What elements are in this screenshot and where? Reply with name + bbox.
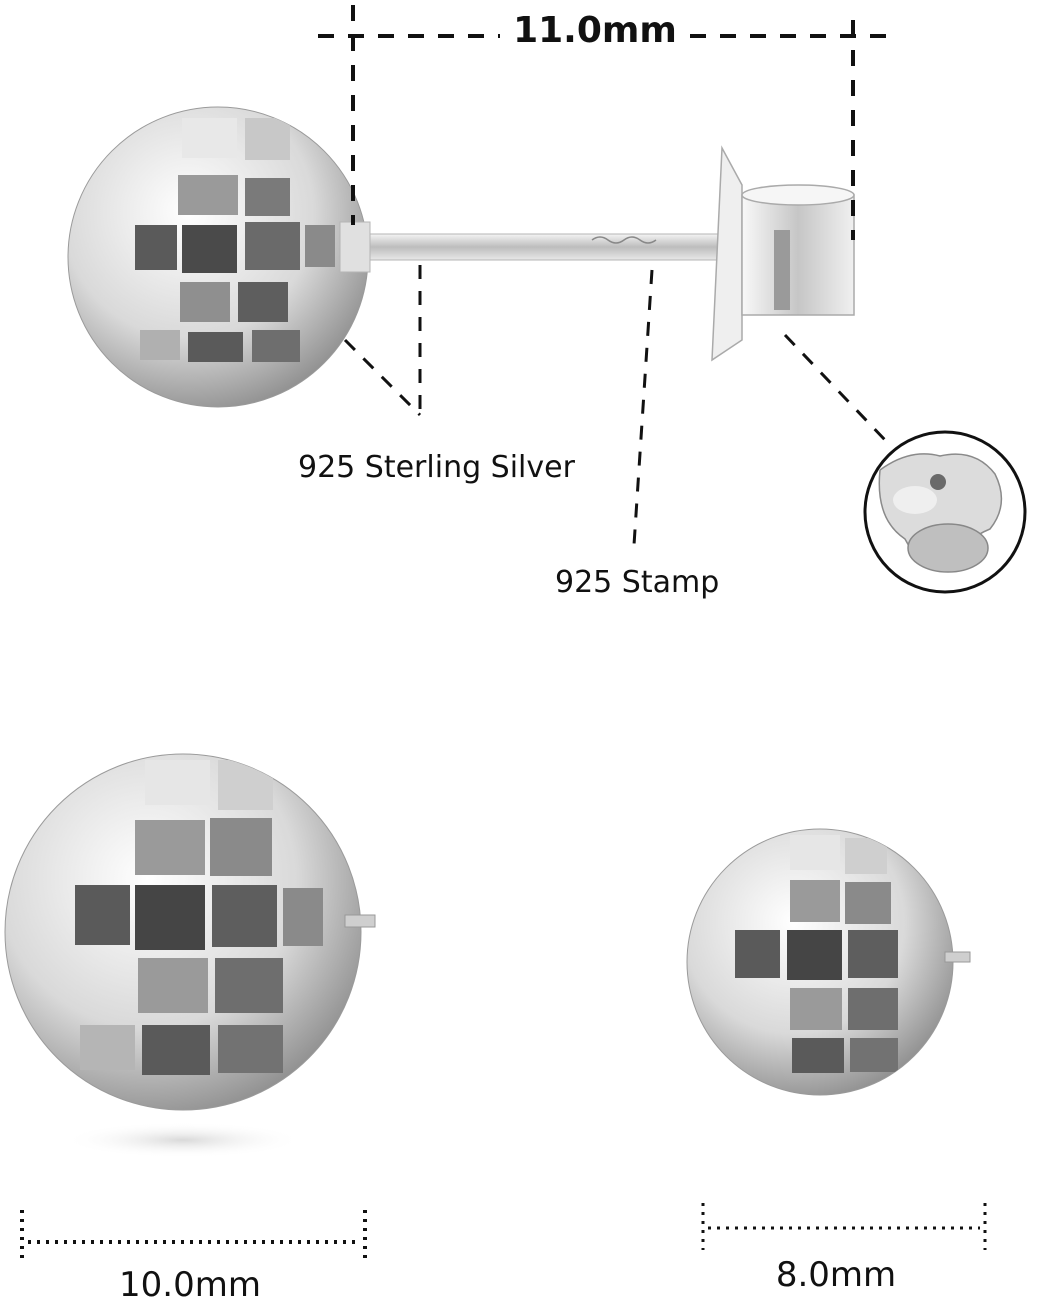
dimension-line-large-ball (20, 1210, 367, 1262)
earring-back-detail (863, 430, 1027, 594)
side-view-ball (67, 106, 369, 408)
leader-line-stamp (632, 269, 654, 546)
overall-length-label: 11.0mm (513, 10, 677, 51)
large-ball-front-view (4, 753, 376, 1158)
large-ball-size-label: 10.0mm (119, 1265, 261, 1305)
dimension-line-length (318, 5, 888, 240)
dimension-line-small-ball (701, 1203, 987, 1250)
leader-line-material (343, 265, 422, 417)
earring-back-side (711, 145, 855, 362)
earring-post (339, 221, 734, 273)
small-ball-size-label: 8.0mm (775, 1255, 897, 1295)
stamp-label: 925 Stamp (555, 565, 720, 600)
leader-line-back-detail (783, 333, 887, 442)
small-ball-front-view (686, 828, 971, 1096)
material-label: 925 Sterling Silver (298, 450, 575, 485)
